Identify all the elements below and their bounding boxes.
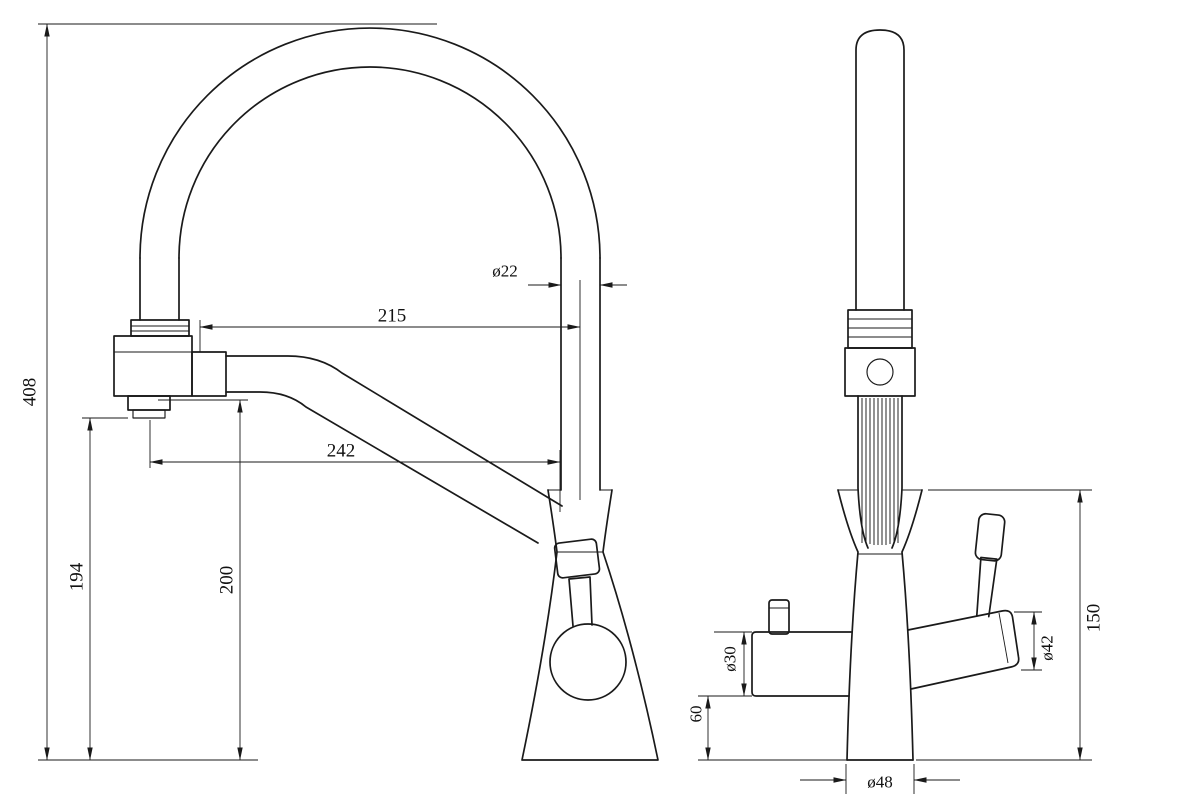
handle-stem xyxy=(568,576,593,627)
handle-knob xyxy=(549,623,627,701)
gooseneck-inner-arc xyxy=(178,66,562,259)
spout-connector xyxy=(191,351,227,397)
side-handle-cylinder xyxy=(751,631,852,697)
dim-label-body-height: 150 xyxy=(1084,604,1105,633)
diverter-cap-line xyxy=(998,612,1009,664)
diverter-cylinder xyxy=(907,609,1020,690)
faucet-body xyxy=(521,489,659,761)
diverter-knob xyxy=(974,512,1006,562)
ext-line xyxy=(38,23,437,761)
ext-line xyxy=(149,420,561,512)
front-view xyxy=(113,27,659,761)
aerator-tip xyxy=(132,409,166,419)
dim-handle-diameter: ø30 xyxy=(698,631,752,697)
dim-diverter-diameter: ø42 xyxy=(1014,611,1057,671)
spout-bottom-edge xyxy=(225,391,539,544)
spray-collar xyxy=(847,309,913,349)
dim-label-handle-clearance: 60 xyxy=(687,706,706,723)
side-body-mouth xyxy=(838,489,922,555)
dim-label-tube-diameter: ø22 xyxy=(492,262,518,281)
spray-collar-rings xyxy=(848,318,912,338)
spout-top-edge xyxy=(225,355,563,507)
hose-edges xyxy=(857,395,903,549)
dim-total-height: 408 xyxy=(20,23,437,761)
diverter-stem xyxy=(975,556,998,618)
dim-spout-reach: 215 xyxy=(199,280,581,500)
dim-label-handle-diameter: ø30 xyxy=(721,646,740,672)
ext-line xyxy=(916,489,1092,761)
gooseneck-outer-arc xyxy=(139,27,601,259)
front-view-dimensions: 408 194 200 215 ø22 242 xyxy=(20,23,627,761)
dim-label-outlet-height: 194 xyxy=(67,562,88,591)
side-handle-paddle xyxy=(768,599,790,635)
diverter-stem-group xyxy=(974,512,1006,618)
spray-head-block xyxy=(844,347,916,397)
dim-body-height: 150 xyxy=(916,489,1105,761)
side-body-left xyxy=(837,489,859,761)
gooseneck-left-tube xyxy=(139,257,180,321)
side-view-dimensions: ø30 60 ø42 150 ø48 xyxy=(687,489,1105,794)
dim-spout-height: 200 xyxy=(158,399,248,761)
handle-paddle xyxy=(553,538,601,579)
dim-label-diverter-diameter: ø42 xyxy=(1038,635,1057,661)
body-shoulder-lines xyxy=(548,489,612,553)
dim-label-spout-span: 242 xyxy=(327,441,356,462)
dim-label-total-height: 408 xyxy=(20,378,41,407)
dim-handle-clearance: 60 xyxy=(687,695,847,761)
swivel-collar xyxy=(130,319,190,337)
spray-tube xyxy=(855,29,905,311)
dim-outlet-height: 194 xyxy=(67,417,128,761)
dim-label-base-diameter: ø48 xyxy=(867,773,893,792)
dim-spout-span: 242 xyxy=(149,420,561,512)
dim-base-diameter: ø48 xyxy=(800,764,960,794)
spray-button xyxy=(866,358,894,386)
dim-tube-diameter: ø22 xyxy=(492,262,627,288)
dim-label-spout-height: 200 xyxy=(217,566,238,595)
gooseneck-right-tube xyxy=(560,257,601,491)
dim-label-spout-reach: 215 xyxy=(378,306,407,327)
swivel-joint-body xyxy=(113,335,193,397)
hose-hatching xyxy=(861,398,899,545)
side-view xyxy=(751,29,1020,761)
aerator-nozzle xyxy=(127,395,171,411)
side-body-right xyxy=(901,489,923,761)
swivel-collar-rings xyxy=(131,325,189,332)
